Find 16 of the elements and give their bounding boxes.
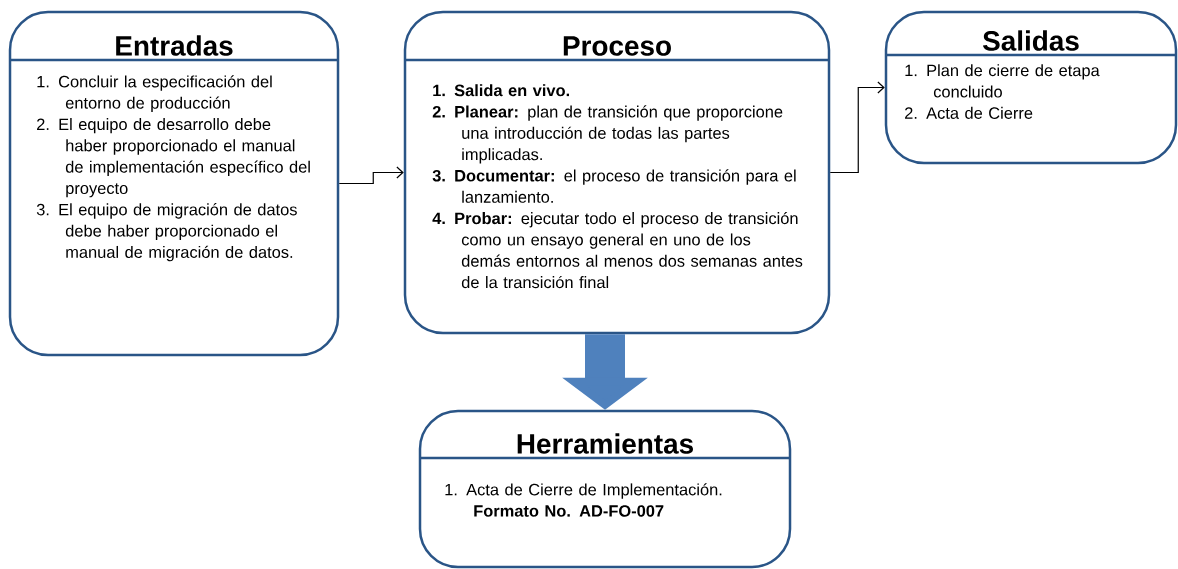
heading: Proceso	[563, 36, 671, 56]
list-item: 2. Acta de Cierre	[905, 106, 1033, 119]
list-item: 2. El equipo de desarrollo debe haber proporcionado el manual de implementación específico del proyecto	[37, 118, 310, 198]
list-item: 1. Concluir la especificación del entorno de producción	[37, 75, 272, 113]
list-item: 1. Acta de Cierre de Implementación. Formato No. AD-FO-007	[445, 483, 722, 517]
list-item: 4. Probar: ejecutar todo el proceso de transición como un ensayo general en uno de los demás entornos al menos dos semanas antes de la transición final	[432, 211, 803, 289]
connector-arrow	[338, 166, 404, 185]
list-item: 1. Salida en vivo.	[433, 84, 569, 97]
heading: Entradas	[116, 35, 233, 56]
list-item: 2. Planear: plan de transición que proporcione una introducción de todas las partes implicadas.	[432, 105, 783, 164]
heading: Salidas	[982, 30, 1079, 51]
connector-arrow	[829, 81, 885, 174]
list-item: 3. Documentar: el proceso de transición para el lanzamiento.	[432, 169, 796, 203]
heading: Herramientas	[517, 433, 693, 454]
list-item: 1. Plan de cierre de etapa concluido	[905, 64, 1100, 98]
list-item: 3. El equipo de migración de datos debe haber proporcionado el manual de migración de datos.	[36, 203, 297, 262]
